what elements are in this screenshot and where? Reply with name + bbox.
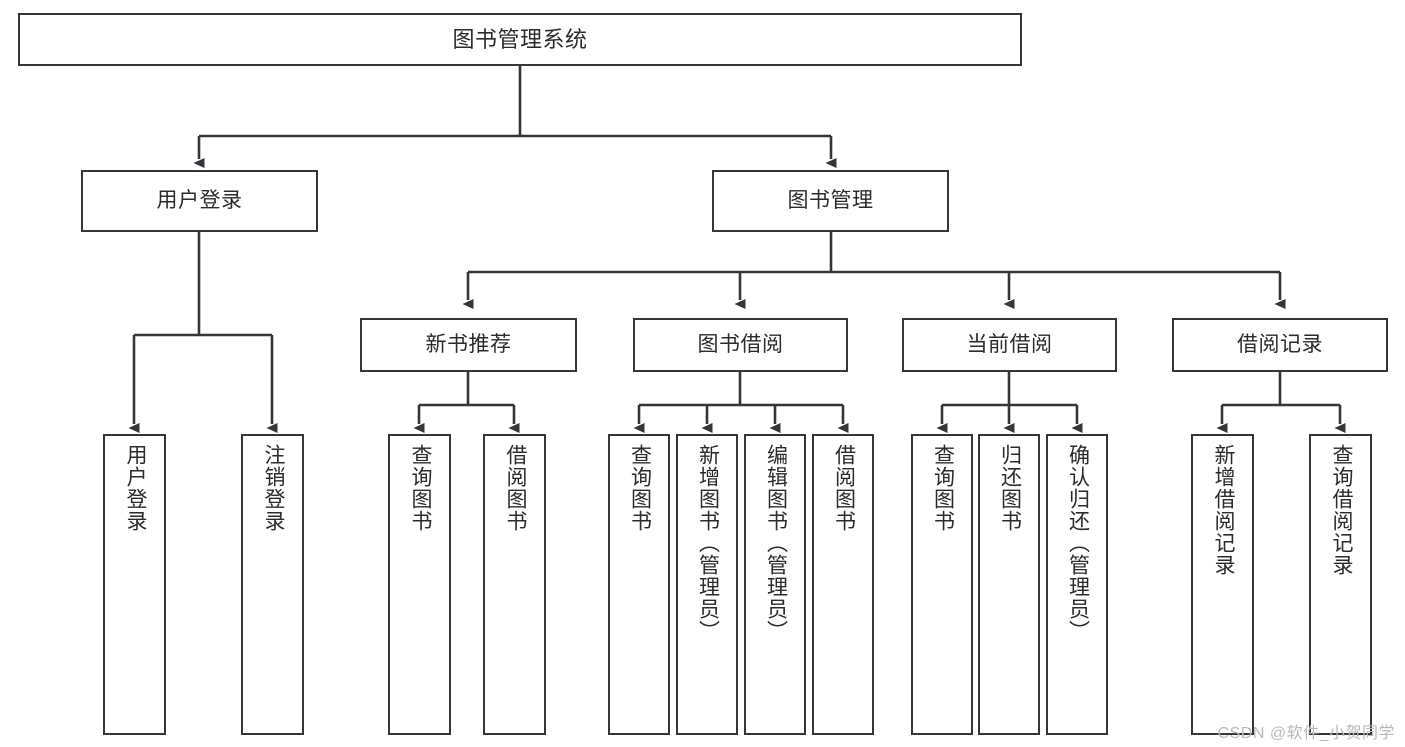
node-leaf-add-book[interactable]: 新增图书（管理员）	[676, 434, 738, 735]
node-leaf-logout-login[interactable]: 注销登录	[241, 434, 304, 735]
node-leaf-add-borrow-record[interactable]: 新增借阅记录	[1191, 434, 1254, 735]
node-label: 图书管理	[787, 188, 874, 212]
node-label: 注销登录	[261, 444, 285, 532]
node-leaf-return-book[interactable]: 归还图书	[978, 434, 1040, 735]
node-label: 借阅图书	[832, 444, 856, 532]
node-borrow-record[interactable]: 借阅记录	[1172, 318, 1388, 372]
node-label: 查询图书	[408, 444, 432, 532]
node-label: 图书借阅	[697, 332, 784, 356]
node-user-login[interactable]: 用户登录	[81, 170, 318, 232]
node-leaf-query-book-1[interactable]: 查询图书	[388, 434, 451, 735]
node-leaf-query-book-2[interactable]: 查询图书	[608, 434, 670, 735]
node-label: 用户登录	[123, 444, 147, 532]
node-leaf-borrow-book-2[interactable]: 借阅图书	[812, 434, 874, 735]
node-label: 新增图书（管理员）	[696, 444, 720, 642]
node-leaf-edit-book[interactable]: 编辑图书（管理员）	[744, 434, 806, 735]
node-book-borrow[interactable]: 图书借阅	[633, 318, 848, 372]
node-leaf-user-login[interactable]: 用户登录	[103, 434, 166, 735]
node-label: 用户登录	[156, 188, 243, 212]
node-label: 确认归还（管理员）	[1066, 444, 1090, 642]
node-label: 查询图书	[628, 444, 652, 532]
node-label: 新增借阅记录	[1211, 444, 1235, 576]
node-leaf-query-borrow-record[interactable]: 查询借阅记录	[1309, 434, 1372, 735]
csdn-watermark: CSDN @软件_小贺同学	[1217, 725, 1395, 742]
node-root-book-management-system[interactable]: 图书管理系统	[18, 13, 1022, 66]
node-new-book-recommend[interactable]: 新书推荐	[360, 318, 577, 372]
node-label: 图书管理系统	[452, 26, 588, 52]
node-label: 查询图书	[931, 444, 955, 532]
node-leaf-borrow-book-1[interactable]: 借阅图书	[483, 434, 546, 735]
node-book-management[interactable]: 图书管理	[712, 170, 949, 232]
node-leaf-query-book-3[interactable]: 查询图书	[911, 434, 973, 735]
node-label: 借阅记录	[1237, 332, 1323, 356]
node-label: 借阅图书	[503, 444, 527, 532]
node-label: 编辑图书（管理员）	[764, 444, 788, 642]
node-label: 当前借阅	[966, 332, 1053, 356]
node-label: 归还图书	[998, 444, 1022, 532]
node-leaf-confirm-return[interactable]: 确认归还（管理员）	[1046, 434, 1108, 735]
node-current-borrow[interactable]: 当前借阅	[902, 318, 1117, 372]
node-label: 新书推荐	[425, 332, 512, 356]
node-label: 查询借阅记录	[1329, 444, 1353, 576]
